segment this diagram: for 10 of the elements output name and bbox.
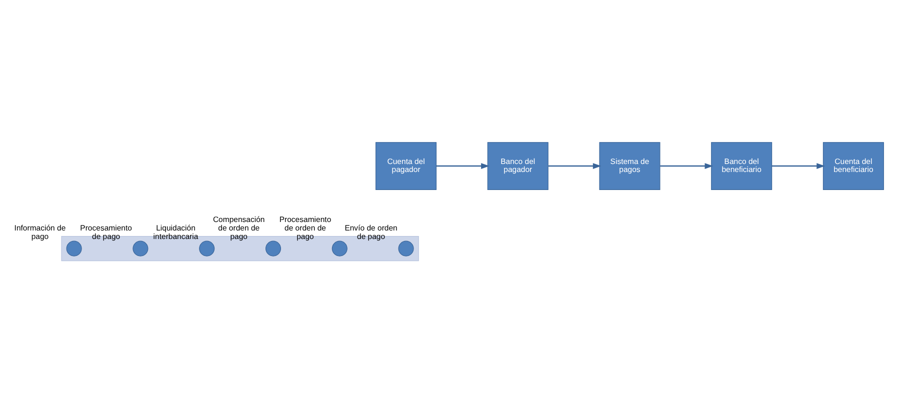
arrow	[436, 163, 490, 169]
arrow	[772, 163, 825, 169]
arrow	[660, 163, 714, 169]
node-circle	[132, 240, 148, 256]
node-circle	[332, 240, 348, 256]
node-circle	[66, 240, 82, 256]
node-circle	[265, 240, 282, 256]
arrow	[548, 163, 602, 169]
node-circle	[199, 240, 215, 256]
node-circle	[398, 240, 414, 256]
